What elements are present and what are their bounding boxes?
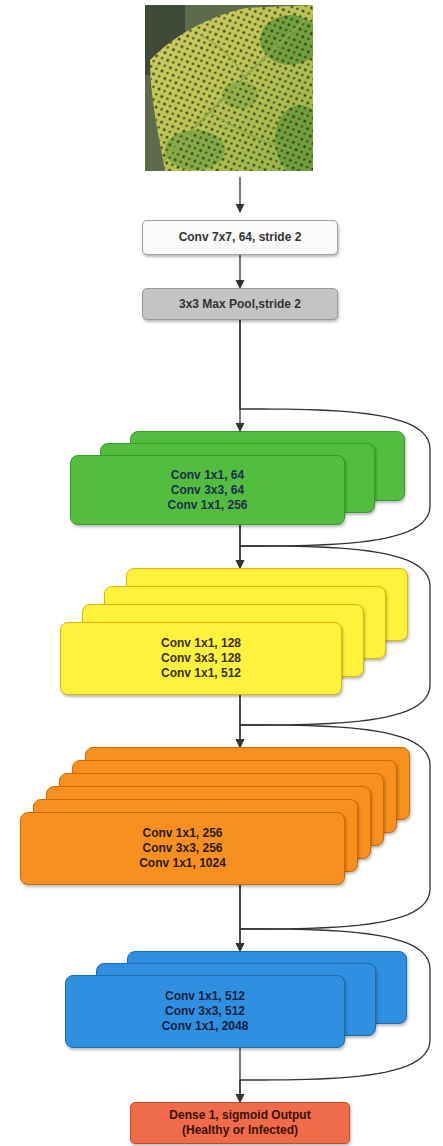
residual-stage: Conv 1x1, 512Conv 3x3, 512Conv 1x1, 2048 xyxy=(65,951,407,1048)
flow-arrow xyxy=(239,255,240,288)
layer-label: Conv 1x1, 256 xyxy=(139,826,226,841)
residual-stage: Conv 1x1, 128Conv 3x3, 128Conv 1x1, 512 xyxy=(60,568,408,695)
layer-label: Dense 1, sigmoid Output (Healthy or Infe… xyxy=(150,1108,330,1138)
layer-label: Conv 7x7, 64, stride 2 xyxy=(179,230,302,245)
layer-face: Conv 1x1, 64Conv 3x3, 64Conv 1x1, 256 xyxy=(70,455,345,525)
layer-label: Conv 1x1, 64 xyxy=(167,468,247,483)
input-arrow xyxy=(239,177,240,212)
layer-face: Conv 7x7, 64, stride 2 xyxy=(142,220,338,255)
text-block: Dense 1, sigmoid Output (Healthy or Infe… xyxy=(144,1108,336,1138)
leaf-blade xyxy=(145,5,313,171)
conv-box: Conv 7x7, 64, stride 2 xyxy=(142,220,338,255)
layer-label: 3x3 Max Pool,stride 2 xyxy=(179,297,301,312)
layer-label: Conv 3x3, 128 xyxy=(161,651,241,666)
layer-face: Dense 1, sigmoid Output (Healthy or Infe… xyxy=(130,1102,350,1144)
leaf-vein xyxy=(200,35,245,78)
photo-ground xyxy=(145,5,313,171)
layer-face: Conv 1x1, 128Conv 3x3, 128Conv 1x1, 512 xyxy=(60,622,342,695)
layer-label: Conv 1x1, 128 xyxy=(161,636,241,651)
leaf-vein xyxy=(160,20,305,165)
layer-face: Conv 1x1, 256Conv 3x3, 256Conv 1x1, 1024 xyxy=(20,812,345,885)
pool-box: 3x3 Max Pool,stride 2 xyxy=(142,288,338,320)
text-block: Conv 1x1, 128Conv 3x3, 128Conv 1x1, 512 xyxy=(155,636,247,681)
layer-label: Conv 3x3, 64 xyxy=(167,483,247,498)
leaf xyxy=(145,5,313,171)
layer-label: Conv 1x1, 2048 xyxy=(162,1019,249,1034)
text-block: Conv 7x7, 64, stride 2 xyxy=(173,230,308,245)
text-block: 3x3 Max Pool,stride 2 xyxy=(173,297,307,312)
residual-stage: Conv 1x1, 256Conv 3x3, 256Conv 1x1, 1024 xyxy=(20,747,410,885)
layer-label: Conv 3x3, 256 xyxy=(139,841,226,856)
output-box: Dense 1, sigmoid Output (Healthy or Infe… xyxy=(130,1102,350,1144)
leaf-photo xyxy=(145,5,313,171)
layer-face: Conv 1x1, 512Conv 3x3, 512Conv 1x1, 2048 xyxy=(65,975,345,1048)
layer-label: Conv 1x1, 1024 xyxy=(139,856,226,871)
layer-label: Conv 3x3, 512 xyxy=(162,1004,249,1019)
layer-face: 3x3 Max Pool,stride 2 xyxy=(142,288,338,320)
text-block: Conv 1x1, 64Conv 3x3, 64Conv 1x1, 256 xyxy=(161,468,253,513)
text-block: Conv 1x1, 256Conv 3x3, 256Conv 1x1, 1024 xyxy=(133,826,232,871)
text-block: Conv 1x1, 512Conv 3x3, 512Conv 1x1, 2048 xyxy=(156,989,255,1034)
leaf-vein xyxy=(210,112,290,150)
layer-label: Conv 1x1, 256 xyxy=(167,498,247,513)
layer-label: Conv 1x1, 512 xyxy=(161,666,241,681)
layer-label: Conv 1x1, 512 xyxy=(162,989,249,1004)
residual-stage: Conv 1x1, 64Conv 3x3, 64Conv 1x1, 256 xyxy=(70,431,405,525)
leaf-spots xyxy=(145,5,313,171)
